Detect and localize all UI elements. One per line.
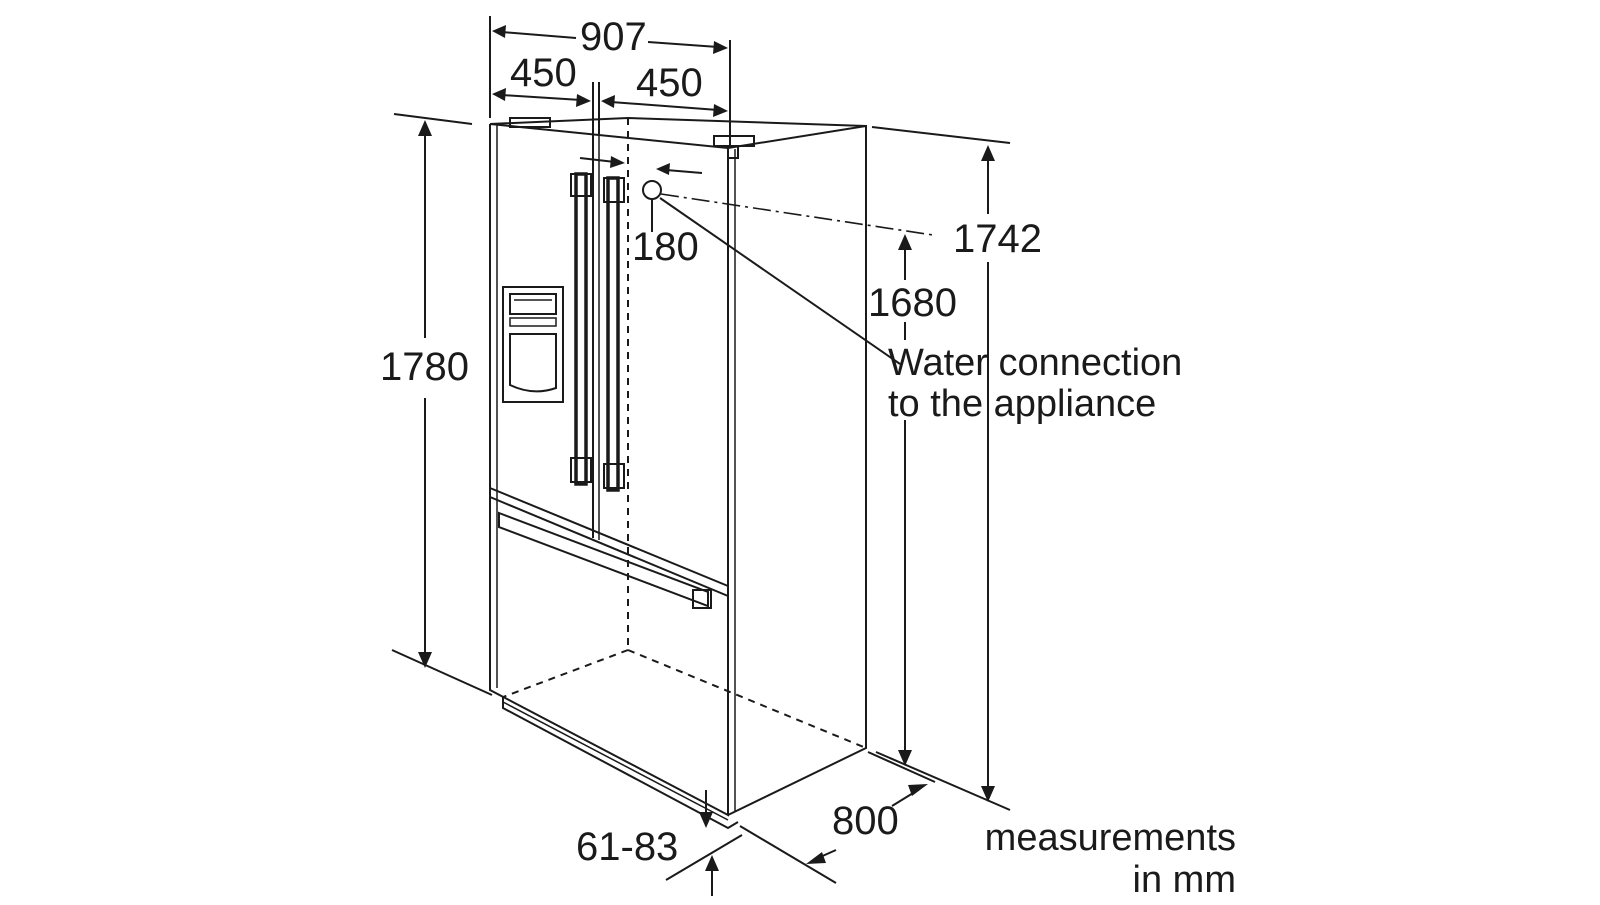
offset-arrow-left-shaft	[579, 157, 616, 163]
dispenser-display	[509, 293, 557, 315]
width-dimensions	[489, 16, 731, 148]
dim-450-left-arrow-b	[576, 94, 591, 107]
base-plinth-inner	[502, 701, 729, 821]
right-handle-bottom-cap	[603, 463, 625, 489]
drawer-handle-end	[692, 589, 712, 609]
dim-1742-arrow-top	[981, 145, 995, 161]
dim-foot-ext-bottom	[665, 834, 743, 881]
dim-907-line-right	[647, 41, 719, 48]
label-907: 907	[580, 15, 647, 59]
label-800: 800	[832, 799, 899, 843]
door-drawer-gap-lower	[489, 496, 729, 597]
right-door-handle	[606, 176, 620, 492]
dim-1780-arrow-bottom	[418, 652, 432, 668]
height-1742-dimension	[871, 126, 1011, 811]
dispenser-panel	[502, 286, 564, 403]
offset-arrow-left-head	[610, 156, 625, 168]
units-label-line1: measurements	[985, 817, 1236, 859]
dim-800-ext-back	[867, 751, 936, 783]
dim-450-left-line	[501, 94, 582, 101]
base-plinth	[502, 697, 739, 830]
water-connection-label-line1: Water connection	[888, 342, 1182, 384]
water-connection	[579, 156, 934, 365]
dim-800-arrow-front	[806, 852, 826, 864]
hidden-bottom-right	[627, 649, 867, 749]
dispenser-slot	[509, 317, 557, 327]
hinge-block	[727, 145, 739, 159]
side-panel	[727, 124, 867, 816]
dim-1680-arrow-bottom	[898, 750, 912, 766]
dim-907-line-left	[501, 31, 577, 39]
dim-foot-arrow-bottom	[705, 855, 719, 871]
label-450-right: 450	[636, 61, 703, 105]
dim-1742-arrow-bottom	[981, 786, 995, 802]
left-handle-bottom-cap	[570, 457, 592, 483]
dim-450-right-line	[610, 101, 719, 111]
label-1780: 1780	[380, 345, 469, 389]
appliance-drawing	[489, 116, 867, 830]
height-1680-dimension	[898, 234, 912, 766]
depth-800-dimension	[739, 751, 936, 884]
dim-907-arrow-left	[492, 25, 506, 38]
label-450-left: 450	[510, 51, 577, 95]
foot-61-83-dimension	[665, 790, 743, 896]
units-label-line2: in mm	[1133, 859, 1236, 900]
label-61-83: 61-83	[576, 825, 678, 869]
water-connection-port-icon	[642, 180, 662, 200]
dim-1780-ext-bottom	[391, 649, 493, 696]
right-handle-top-cap	[603, 177, 625, 203]
dim-1742-ext-top	[871, 126, 1011, 144]
offset-arrow-right-head	[656, 163, 670, 175]
dim-450-right-arrow-a	[601, 95, 615, 108]
top-hinge-left	[509, 117, 551, 128]
connection-height-centerline	[660, 193, 934, 236]
door-drawer-gap-upper	[489, 487, 729, 587]
offset-arrow-right-shaft	[665, 169, 703, 174]
dim-800-ext-front	[739, 825, 837, 884]
dim-1680-arrow-top	[898, 234, 912, 250]
dispenser-recess	[509, 333, 557, 393]
height-1780-dimension	[391, 113, 493, 696]
left-door-handle	[574, 172, 588, 486]
dim-foot-arrow-top	[699, 812, 713, 828]
label-180: 180	[632, 225, 699, 269]
connection-leader-line	[659, 197, 901, 365]
dim-1780-arrow-top	[418, 120, 432, 136]
top-face	[489, 116, 867, 127]
hidden-bottom-left	[502, 649, 629, 698]
dim-907-arrow-right	[713, 41, 728, 54]
dim-1780-ext-top	[393, 113, 473, 125]
dim-450-right-arrow-b	[713, 104, 728, 117]
label-1680: 1680	[868, 281, 957, 325]
dim-450-left-arrow-a	[492, 88, 506, 101]
label-1742: 1742	[953, 217, 1042, 261]
water-connection-label-line2: to the appliance	[888, 383, 1156, 425]
dimension-labels: 907 450 450 1780 1742 1680 180 800 61-83…	[380, 15, 1236, 901]
left-handle-top-cap	[570, 173, 592, 197]
drawer-handle	[498, 511, 709, 608]
dim-800-arrow-back	[908, 784, 928, 796]
